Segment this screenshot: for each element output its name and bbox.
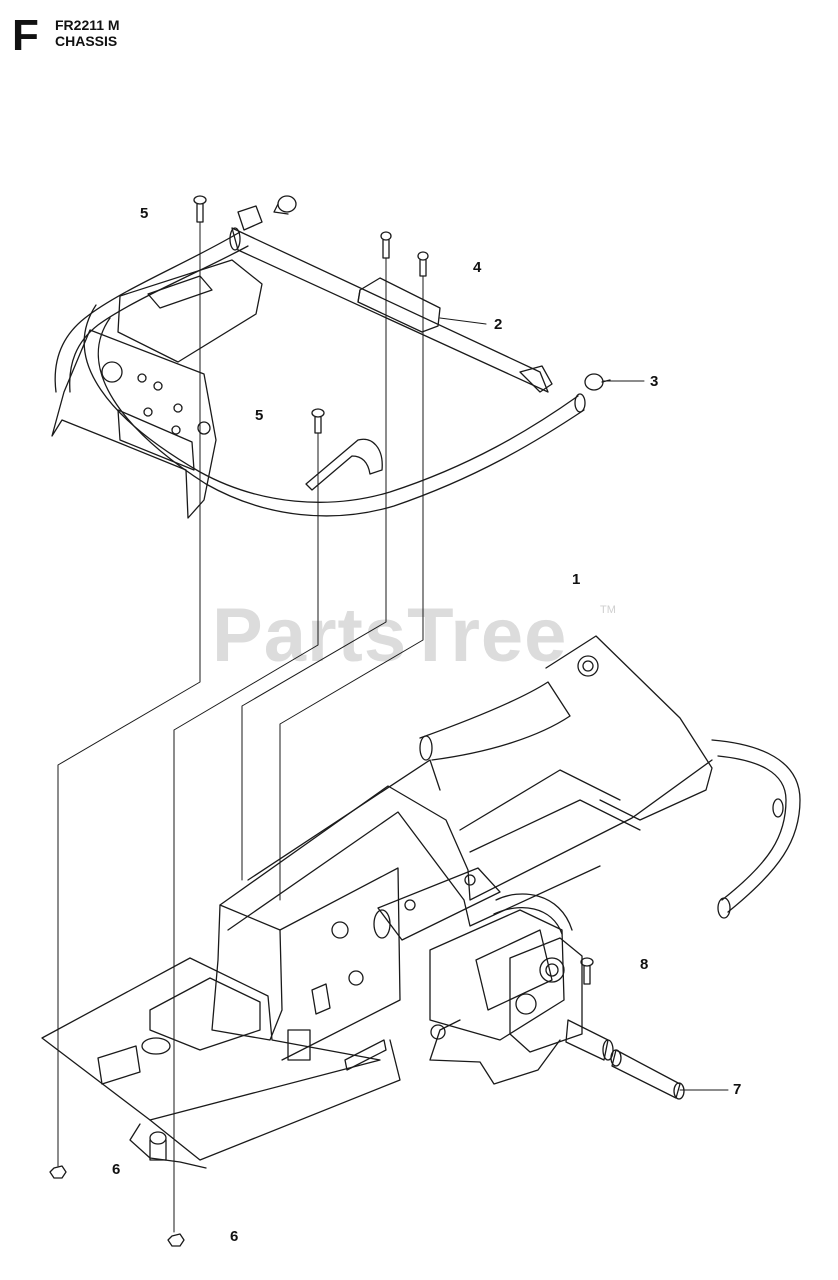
- callout-7: 7: [733, 1081, 742, 1098]
- callout-6-left: 6: [112, 1161, 121, 1178]
- trademark-mark: TM: [600, 604, 616, 616]
- model-number: FR2211 M: [55, 17, 120, 33]
- callout-5-mid: 5: [255, 407, 264, 424]
- knob-top: [273, 195, 297, 215]
- callout-pointer-lines: [439, 317, 729, 1091]
- callout-4: 4: [473, 259, 482, 276]
- knob-3: [584, 373, 611, 391]
- section-title: CHASSIS: [55, 33, 118, 49]
- seat-frame-assembly: [51, 205, 586, 519]
- pivot-pin: [610, 1049, 685, 1100]
- callout-3: 3: [650, 373, 659, 390]
- nut-6a: [49, 1165, 67, 1179]
- bolt-4b: [417, 251, 429, 277]
- exploded-view-leader-lines: [57, 221, 424, 1233]
- bolt-4a: [380, 231, 392, 259]
- seat-pad: [357, 277, 441, 333]
- bolt-5-top: [193, 195, 207, 223]
- bolt-8: [580, 957, 594, 985]
- callout-5-top: 5: [140, 205, 149, 222]
- callout-8: 8: [640, 956, 649, 973]
- section-letter: F: [12, 11, 39, 60]
- bolt-5-mid: [311, 408, 325, 434]
- callout-6-bottom: 6: [230, 1228, 239, 1245]
- nut-6b: [167, 1233, 185, 1247]
- watermark: PartsTree: [212, 593, 568, 678]
- callout-2: 2: [494, 316, 503, 333]
- callout-1: 1: [572, 571, 581, 588]
- main-chassis-frame: [41, 635, 801, 1169]
